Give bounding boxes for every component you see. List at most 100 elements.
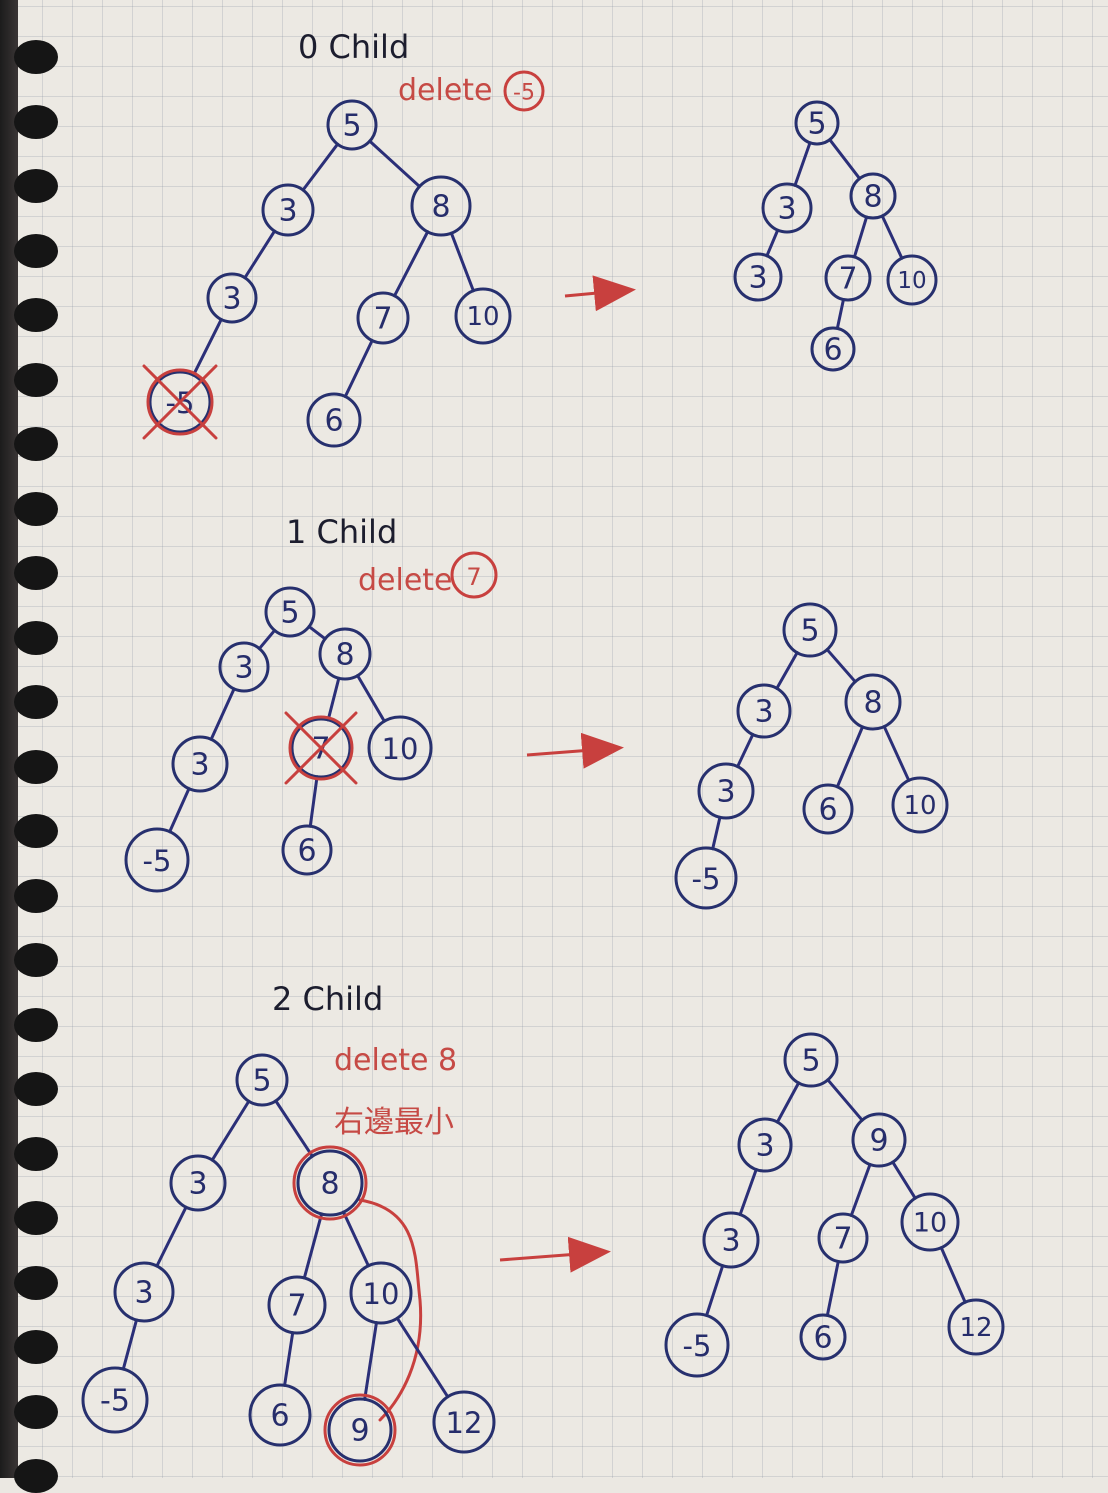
node-circle bbox=[802, 783, 854, 835]
node-circle bbox=[148, 370, 212, 434]
tree-edge bbox=[392, 230, 430, 298]
tree-node: 5 bbox=[264, 586, 316, 638]
delete-note: delete bbox=[358, 563, 453, 598]
tree-edge bbox=[308, 775, 319, 828]
node-circle bbox=[849, 172, 897, 220]
tree-node: 7 bbox=[267, 1275, 327, 1335]
page-edge bbox=[0, 0, 18, 1478]
binder-hole bbox=[14, 749, 58, 784]
binder-hole bbox=[14, 943, 58, 977]
node-label: 3 bbox=[278, 194, 297, 229]
tree-edge bbox=[274, 1099, 314, 1158]
node-circle bbox=[410, 175, 472, 237]
tree-edge bbox=[449, 231, 475, 293]
tree-node: 3 bbox=[761, 182, 813, 234]
tree-node: 6 bbox=[306, 392, 362, 448]
node-label: 8 bbox=[863, 180, 882, 215]
tree-node: -5 bbox=[142, 364, 218, 440]
binder-hole bbox=[14, 362, 58, 397]
tree-node: 3 bbox=[206, 272, 258, 324]
tree-node: 7 bbox=[817, 1212, 869, 1264]
tree-node: 10 bbox=[349, 1261, 413, 1325]
node-label: 5 bbox=[801, 1044, 820, 1079]
node-circle bbox=[697, 762, 755, 820]
node-label: 3 bbox=[234, 651, 253, 686]
tree-edge bbox=[775, 651, 799, 690]
node-circle bbox=[799, 1313, 847, 1361]
circled-value-ring bbox=[450, 551, 498, 599]
tree-edge bbox=[210, 1099, 251, 1162]
tree-edge bbox=[882, 725, 911, 782]
delete-cross-mark bbox=[288, 715, 354, 781]
node-circle bbox=[169, 1154, 227, 1212]
node-label: 10 bbox=[466, 302, 499, 332]
tree-node: 3 bbox=[169, 1154, 227, 1212]
tree-node: 12 bbox=[947, 1298, 1005, 1356]
tree-node: -5 bbox=[664, 1312, 730, 1378]
node-label: 3 bbox=[748, 261, 767, 296]
node-circle bbox=[817, 1212, 869, 1264]
tree-node: 9 bbox=[323, 1393, 397, 1467]
binder-hole bbox=[14, 878, 58, 913]
delete-cross-mark bbox=[146, 368, 214, 436]
tree-edge bbox=[155, 1205, 188, 1268]
tree-node: 3 bbox=[261, 183, 315, 237]
binder-hole bbox=[14, 620, 58, 655]
tree-edge bbox=[891, 1160, 917, 1200]
node-circle bbox=[900, 1192, 960, 1252]
tree-edge bbox=[356, 674, 386, 723]
delete-note: delete bbox=[398, 73, 493, 108]
node-label: 5 bbox=[800, 614, 819, 649]
node-circle bbox=[733, 252, 783, 302]
node-circle bbox=[737, 1117, 793, 1173]
tree-edge bbox=[343, 339, 374, 399]
tree-edge bbox=[711, 815, 722, 851]
node-label: 9 bbox=[350, 1414, 369, 1449]
tree-node: 9 bbox=[851, 1112, 907, 1168]
node-circle bbox=[306, 392, 362, 448]
node-circle bbox=[367, 715, 433, 781]
transform-arrow bbox=[499, 1236, 611, 1273]
node-label: 3 bbox=[754, 695, 773, 730]
tree-node: 3 bbox=[737, 1117, 793, 1173]
tree-node: 6 bbox=[810, 326, 856, 372]
node-label: 3 bbox=[755, 1129, 774, 1164]
successor-path bbox=[358, 1198, 423, 1422]
binder-hole bbox=[14, 1265, 58, 1300]
node-label: -5 bbox=[692, 862, 721, 896]
node-circle bbox=[171, 735, 229, 793]
node-circle bbox=[886, 254, 938, 306]
binder-hole bbox=[14, 233, 58, 268]
node-circle bbox=[290, 717, 352, 779]
tree-node: 10 bbox=[454, 287, 512, 345]
binder-hole bbox=[14, 1201, 58, 1235]
node-circle bbox=[261, 183, 315, 237]
tree-edge bbox=[825, 1260, 840, 1317]
node-circle bbox=[844, 673, 902, 731]
tree-node: 3 bbox=[702, 1211, 760, 1269]
binder-hole bbox=[14, 169, 58, 203]
tree-edge bbox=[852, 215, 869, 259]
binder-hole bbox=[14, 685, 58, 719]
tree-node: -5 bbox=[124, 827, 190, 893]
node-label: 3 bbox=[222, 282, 241, 317]
tree-node: 6 bbox=[802, 783, 854, 835]
tree-edge bbox=[368, 139, 422, 188]
node-label: 6 bbox=[297, 834, 316, 869]
node-label: 12 bbox=[959, 1313, 992, 1343]
node-circle bbox=[218, 641, 270, 693]
tree-node: 7 bbox=[824, 254, 872, 302]
transform-arrow bbox=[526, 732, 624, 769]
tree-node: 10 bbox=[367, 715, 433, 781]
node-label: 3 bbox=[190, 748, 209, 783]
binder-hole bbox=[14, 298, 58, 332]
tree-edge bbox=[738, 1167, 758, 1217]
tree-node: -5 bbox=[674, 846, 738, 910]
delete-cross-mark bbox=[142, 364, 218, 440]
tree-edge bbox=[826, 1078, 864, 1122]
circled-value-ring bbox=[503, 70, 545, 112]
section-title-0-child: 0 Child bbox=[298, 28, 409, 66]
node-label: 10 bbox=[913, 1208, 947, 1239]
